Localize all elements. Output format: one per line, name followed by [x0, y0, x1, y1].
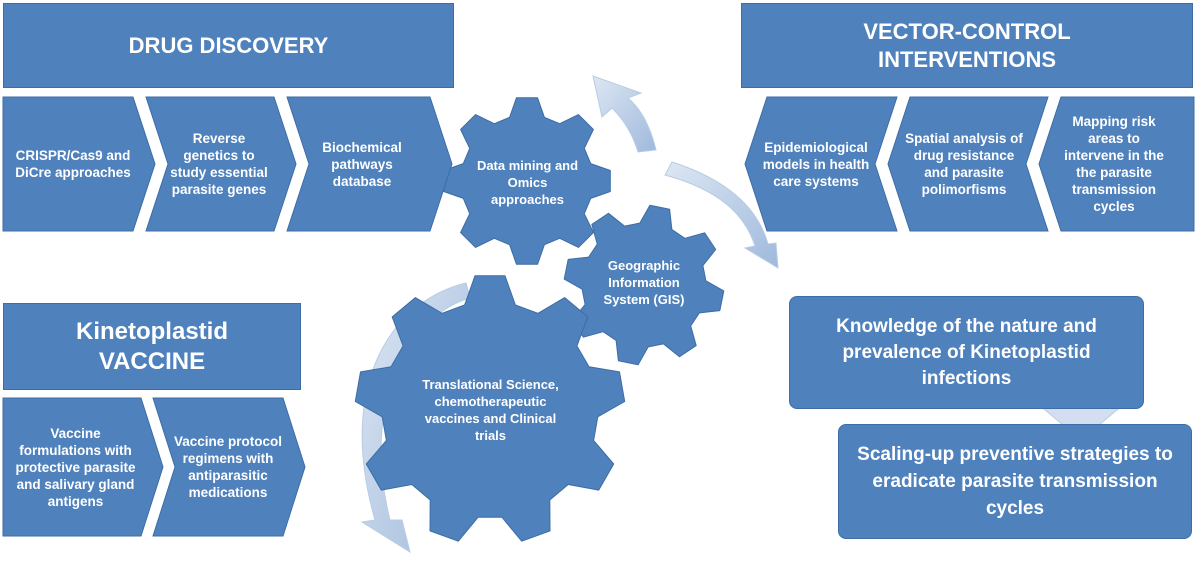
chevron-drug-2	[145, 96, 297, 232]
gear-data-mining-label: Data mining and Omics approaches	[476, 157, 579, 207]
vaccine-header: Kinetoplastid VACCINE	[3, 303, 301, 390]
vector-step-spatial-analysis: Spatial analysis of drug resistance and …	[905, 131, 1023, 197]
drug-step-crispr: CRISPR/Cas9 and DiCre approaches	[15, 148, 131, 180]
chevron-vector-1	[744, 96, 898, 232]
drug-discovery-title: DRUG DISCOVERY	[128, 32, 329, 58]
gear-translational-icon	[354, 275, 626, 542]
knowledge-box: Knowledge of the nature and prevalence o…	[789, 296, 1144, 409]
vaccine-step-formulations: Vaccine formulations with protective par…	[15, 425, 136, 509]
knowledge-text: Knowledge of the nature and prevalence o…	[836, 315, 1097, 389]
vector-control-header: VECTOR-CONTROL INTERVENTIONS	[741, 3, 1193, 88]
chevron-drug-3	[286, 96, 453, 232]
curved-arrow-right-icon	[664, 161, 779, 269]
vector-step-epidemiological: Epidemiological models in health care sy…	[762, 139, 870, 189]
drug-step-biochemical: Biochemical pathways database	[322, 139, 402, 189]
scaling-box: Scaling-up preventive strategies to erad…	[838, 424, 1192, 539]
drug-discovery-header: DRUG DISCOVERY	[3, 3, 454, 88]
vector-step-mapping-risk: Mapping risk areas to intervene in the t…	[1064, 114, 1164, 214]
vaccine-step-protocol: Vaccine protocol regimens with antiparas…	[173, 434, 283, 500]
scaling-text: Scaling-up preventive strategies to erad…	[857, 444, 1173, 519]
curved-arrow-top-icon	[592, 75, 657, 153]
gear-data-mining-icon	[443, 97, 611, 265]
chevron-vaccine-2	[152, 397, 306, 537]
chevron-shapes	[2, 96, 1195, 537]
vaccine-title: Kinetoplastid VACCINE	[75, 317, 228, 375]
vector-control-title: VECTOR-CONTROL INTERVENTIONS	[863, 18, 1071, 72]
gear-translational-label: Translational Science, chemotherapeutic …	[422, 377, 559, 443]
gear-gis-icon	[563, 204, 725, 366]
chevron-vaccine-1	[2, 397, 164, 537]
gear-gis-label: Geographic Information System (GIS)	[603, 257, 685, 307]
chevron-vector-2	[887, 96, 1049, 232]
chevron-vector-3	[1038, 96, 1195, 232]
chevron-drug-1	[2, 96, 156, 232]
drug-step-reverse-genetics: Reverse genetics to study essential para…	[170, 131, 268, 197]
